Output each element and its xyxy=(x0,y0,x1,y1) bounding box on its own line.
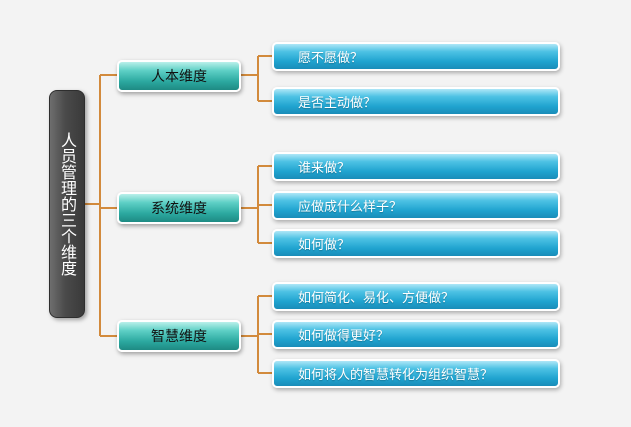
question-label: 愿不愿做？ xyxy=(298,51,364,66)
question-label: 如何简化、易化、方便做？ xyxy=(298,291,455,306)
question-label: 应做成什么样子？ xyxy=(298,200,403,215)
question-label: 如何做？ xyxy=(298,238,351,253)
connector-dimension-2 xyxy=(241,165,272,244)
question-node: 如何将人的智慧转化为组织智慧？ xyxy=(272,359,560,388)
dimension-node-humanistic: 人本维度 xyxy=(117,60,241,92)
connector-dimension-3 xyxy=(241,295,272,374)
question-label: 如何做得更好？ xyxy=(298,329,390,344)
question-label: 是否主动做？ xyxy=(298,96,377,111)
root-node: 人员管理的三个维度 xyxy=(49,90,85,318)
question-node: 是否主动做？ xyxy=(272,87,560,116)
dimension-label: 系统维度 xyxy=(151,201,207,217)
question-node: 愿不愿做？ xyxy=(272,42,560,71)
question-node: 谁来做？ xyxy=(272,152,560,181)
connector-root-trunk xyxy=(85,74,117,337)
dimension-node-system: 系统维度 xyxy=(117,192,241,224)
question-label: 谁来做？ xyxy=(298,161,351,176)
root-node-label: 人员管理的三个维度 xyxy=(58,132,77,276)
question-label: 如何将人的智慧转化为组织智慧？ xyxy=(298,368,494,383)
dimension-node-wisdom: 智慧维度 xyxy=(117,320,241,352)
connector-dimension-1 xyxy=(241,55,272,102)
question-node: 如何简化、易化、方便做？ xyxy=(272,282,560,311)
dimension-label: 智慧维度 xyxy=(151,329,207,345)
question-node: 如何做得更好？ xyxy=(272,320,560,349)
dimension-label: 人本维度 xyxy=(151,69,207,85)
question-node: 应做成什么样子？ xyxy=(272,191,560,220)
question-node: 如何做？ xyxy=(272,229,560,258)
